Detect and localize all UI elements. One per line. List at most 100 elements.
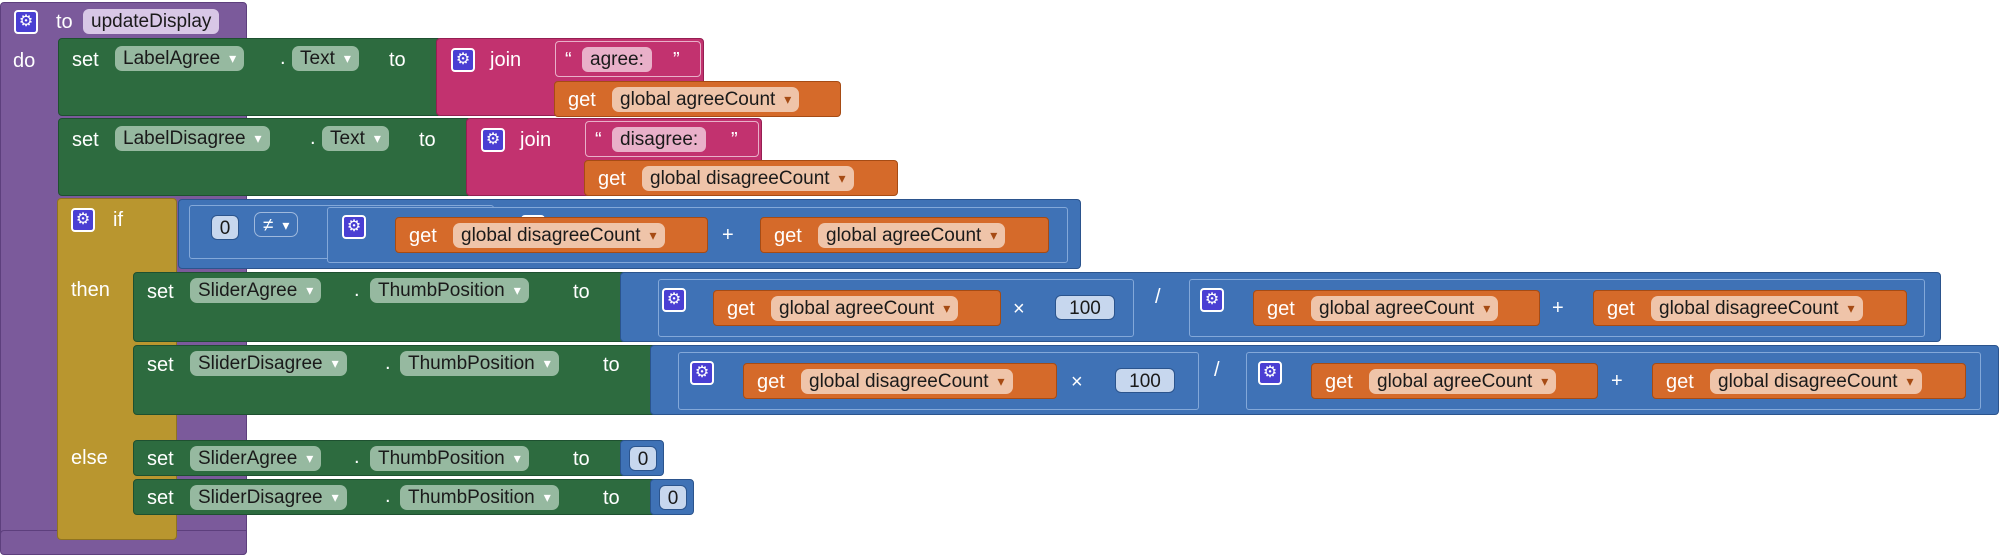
to-keyword: to (389, 49, 406, 71)
variable-dropdown[interactable]: global agreeCount (771, 296, 959, 321)
get-variable-block[interactable]: get global disagreeCount (743, 363, 1057, 399)
then-keyword: then (71, 279, 110, 301)
text-string-field[interactable]: disagree: (612, 127, 707, 152)
component-dropdown[interactable]: LabelDisagree (115, 126, 270, 151)
procedure-to-label: to (56, 11, 73, 33)
get-keyword: get (1325, 371, 1353, 393)
multiply-gear-icon[interactable]: ⚙ (662, 288, 686, 312)
get-variable-block[interactable]: get global agreeCount (713, 290, 1001, 326)
property-dropdown[interactable]: Text (292, 46, 359, 71)
property-dropdown[interactable]: Text (322, 126, 389, 151)
mutator-gear-icon[interactable]: ⚙ (14, 10, 38, 34)
property-dropdown[interactable]: ThumbPosition (370, 446, 529, 471)
number-block[interactable]: 0 (650, 479, 694, 515)
set-label-agree-block[interactable]: set LabelAgree . Text to (58, 38, 442, 116)
multiply-gear-icon[interactable]: ⚙ (690, 361, 714, 385)
join-gear-icon[interactable]: ⚙ (451, 48, 475, 72)
dot-separator: . (354, 279, 360, 301)
get-variable-block[interactable]: get global agreeCount (760, 217, 1049, 253)
get-variable-block[interactable]: get global disagreeCount (1652, 363, 1966, 399)
dot-separator: . (354, 446, 360, 468)
set-keyword: set (147, 448, 174, 470)
text-string-field[interactable]: agree: (582, 47, 652, 72)
property-dropdown[interactable]: ThumbPosition (400, 485, 559, 510)
component-dropdown[interactable]: LabelAgree (115, 46, 245, 71)
to-keyword: to (573, 281, 590, 303)
else-set-slider-agree-block[interactable]: set SliderAgree . ThumbPosition to (133, 440, 627, 476)
text-string-block[interactable]: “ disagree: ” (585, 121, 759, 157)
get-variable-block[interactable]: get global disagreeCount (1593, 290, 1907, 326)
number-field[interactable]: 0 (659, 485, 687, 510)
component-dropdown[interactable]: SliderAgree (190, 446, 322, 471)
dot-separator: . (310, 127, 316, 149)
get-keyword: get (598, 168, 626, 190)
get-variable-block[interactable]: get global agreeCount (1311, 363, 1598, 399)
procedure-name-field[interactable]: updateDisplay (83, 9, 220, 34)
get-variable-block[interactable]: get global agreeCount (554, 81, 841, 117)
get-keyword: get (1267, 298, 1295, 320)
set-keyword: set (72, 129, 99, 151)
divisor-sum-gear-icon[interactable]: ⚙ (1258, 361, 1282, 385)
divide-operator: / (1214, 359, 1220, 381)
number-field[interactable]: 100 (1115, 368, 1175, 393)
else-keyword: else (71, 447, 108, 469)
component-dropdown[interactable]: SliderDisagree (190, 351, 347, 376)
set-keyword: set (147, 281, 174, 303)
get-keyword: get (1607, 298, 1635, 320)
variable-dropdown[interactable]: global disagreeCount (642, 166, 854, 191)
component-dropdown[interactable]: SliderDisagree (190, 485, 347, 510)
else-set-slider-disagree-block[interactable]: set SliderDisagree . ThumbPosition to (133, 479, 657, 515)
plus-operator: + (1611, 370, 1623, 392)
quote-close: ” (673, 49, 680, 71)
set-keyword: set (147, 487, 174, 509)
get-keyword: get (1666, 371, 1694, 393)
set-slider-disagree-block[interactable]: set SliderDisagree . ThumbPosition to (133, 345, 657, 415)
set-keyword: set (147, 354, 174, 376)
get-keyword: get (409, 225, 437, 247)
number-field[interactable]: 100 (1055, 295, 1115, 320)
dot-separator: . (385, 485, 391, 507)
variable-dropdown[interactable]: global disagreeCount (801, 369, 1013, 394)
quote-open: “ (565, 49, 572, 71)
number-field[interactable]: 0 (629, 446, 657, 471)
to-keyword: to (603, 354, 620, 376)
get-variable-block[interactable]: get global agreeCount (1253, 290, 1540, 326)
compare-operator-dropdown[interactable]: ≠ (254, 212, 299, 238)
to-keyword: to (419, 129, 436, 151)
set-keyword: set (72, 49, 99, 71)
if-gear-icon[interactable]: ⚙ (71, 208, 95, 232)
variable-dropdown[interactable]: global disagreeCount (1710, 369, 1922, 394)
variable-dropdown[interactable]: global agreeCount (818, 223, 1006, 248)
plus-operator: + (722, 224, 734, 246)
number-block[interactable]: 0 (620, 440, 664, 476)
get-variable-block[interactable]: get global disagreeCount (584, 160, 898, 196)
quote-close: ” (731, 129, 738, 151)
compare-left-number[interactable]: 0 (211, 215, 239, 240)
property-dropdown[interactable]: ThumbPosition (400, 351, 559, 376)
variable-dropdown[interactable]: global agreeCount (612, 87, 800, 112)
component-dropdown[interactable]: SliderAgree (190, 278, 322, 303)
join-gear-icon[interactable]: ⚙ (481, 128, 505, 152)
dot-separator: . (280, 47, 286, 69)
divisor-sum-gear-icon[interactable]: ⚙ (1200, 288, 1224, 312)
set-slider-agree-block[interactable]: set SliderAgree . ThumbPosition to (133, 272, 627, 342)
text-string-block[interactable]: “ agree: ” (555, 41, 701, 77)
property-dropdown[interactable]: ThumbPosition (370, 278, 529, 303)
procedure-do-label: do (13, 50, 36, 72)
get-variable-block[interactable]: get global disagreeCount (395, 217, 708, 253)
set-label-disagree-block[interactable]: set LabelDisagree . Text to (58, 118, 472, 196)
if-keyword: if (113, 209, 123, 231)
variable-dropdown[interactable]: global agreeCount (1369, 369, 1557, 394)
join-keyword: join (520, 129, 552, 151)
variable-dropdown[interactable]: global disagreeCount (1651, 296, 1863, 321)
times-operator: × (1071, 371, 1083, 393)
variable-dropdown[interactable]: global agreeCount (1311, 296, 1499, 321)
divide-operator: / (1155, 286, 1161, 308)
get-keyword: get (757, 371, 785, 393)
variable-dropdown[interactable]: global disagreeCount (453, 223, 665, 248)
sum-gear-icon[interactable]: ⚙ (342, 215, 366, 239)
times-operator: × (1013, 298, 1025, 320)
plus-operator: + (1552, 297, 1564, 319)
dot-separator: . (385, 352, 391, 374)
